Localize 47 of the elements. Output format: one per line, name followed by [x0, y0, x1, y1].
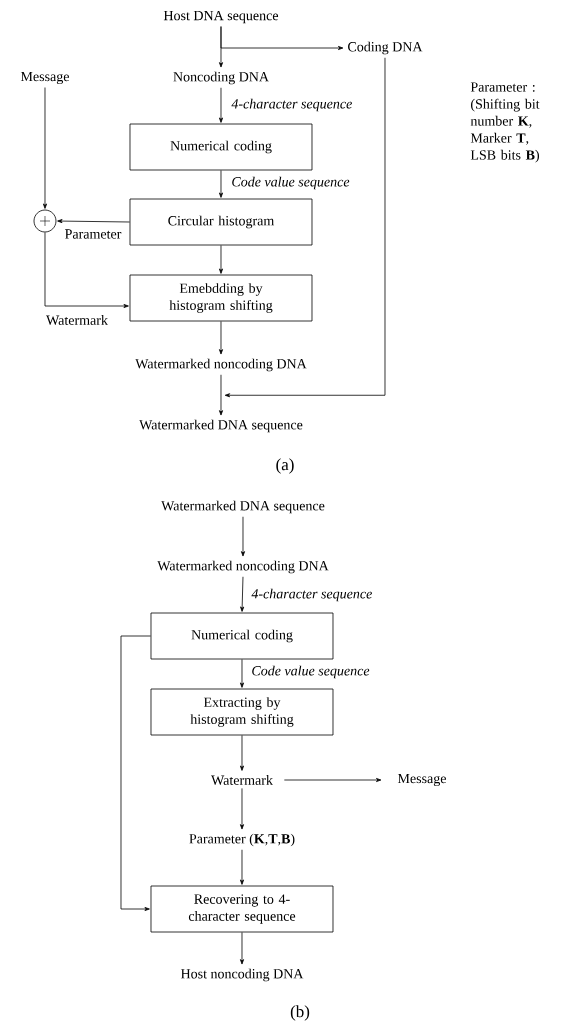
- panel-caption: (a): [276, 458, 294, 474]
- arrow: [224, 57, 386, 398]
- arrow: [219, 87, 223, 123]
- process-box: Extracting by histogram shifting: [150, 688, 334, 736]
- arrow: [240, 735, 244, 771]
- arrow: [220, 26, 344, 50]
- edge-label: 4-character sequence: [250, 587, 374, 603]
- data-label: Host DNA sequence: [163, 10, 279, 24]
- process-box: Emebdding by histogram shifting: [129, 274, 313, 322]
- data-label: Watermarked noncoding DNA: [157, 560, 329, 574]
- arrow: [240, 849, 244, 885]
- data-label: Watermark: [211, 775, 273, 785]
- arrow: [240, 659, 244, 688]
- data-label: Watermarked DNA sequence: [161, 500, 325, 514]
- data-label: Parameter (K,T,B): [189, 833, 295, 847]
- edge-label: 4-character sequence: [230, 97, 354, 113]
- process-box: Recovering to 4-character sequence: [150, 885, 334, 933]
- process-box: Numerical coding: [150, 612, 334, 660]
- data-label: Watermarked DNA sequence: [139, 419, 303, 433]
- arrow: [219, 321, 223, 355]
- edge-label: Code value sequence: [250, 664, 371, 680]
- data-label: Watermarked noncoding DNA: [135, 358, 307, 372]
- arrow: [120, 635, 151, 911]
- arrow: [219, 245, 223, 274]
- panel-caption: (b): [290, 1005, 310, 1021]
- data-label: Message: [20, 71, 69, 85]
- arrow: [219, 170, 223, 198]
- edge-label: Watermark: [45, 314, 109, 326]
- data-label: Host noncoding DNA: [180, 968, 304, 982]
- arrow: [44, 232, 129, 308]
- data-label: Coding DNA: [348, 41, 423, 55]
- arrow: [241, 516, 245, 557]
- data-label: Noncoding DNA: [173, 71, 269, 85]
- arrow: [240, 787, 244, 830]
- arrow: [240, 932, 244, 965]
- arrow: [43, 87, 47, 209]
- arrow: [57, 219, 130, 224]
- adder-circle: [33, 209, 57, 233]
- data-label: Message: [397, 773, 446, 787]
- note-text: Parameter : (Shifting bit number K, Marker T, LSB bits B): [470, 82, 540, 163]
- edge-label: Parameter: [63, 228, 123, 240]
- process-box: Circular histogram: [129, 198, 313, 246]
- arrow: [240, 576, 245, 612]
- arrow: [283, 778, 382, 782]
- arrow: [219, 374, 223, 416]
- edge-label: Code value sequence: [230, 175, 351, 191]
- process-box: Numerical coding: [129, 123, 313, 171]
